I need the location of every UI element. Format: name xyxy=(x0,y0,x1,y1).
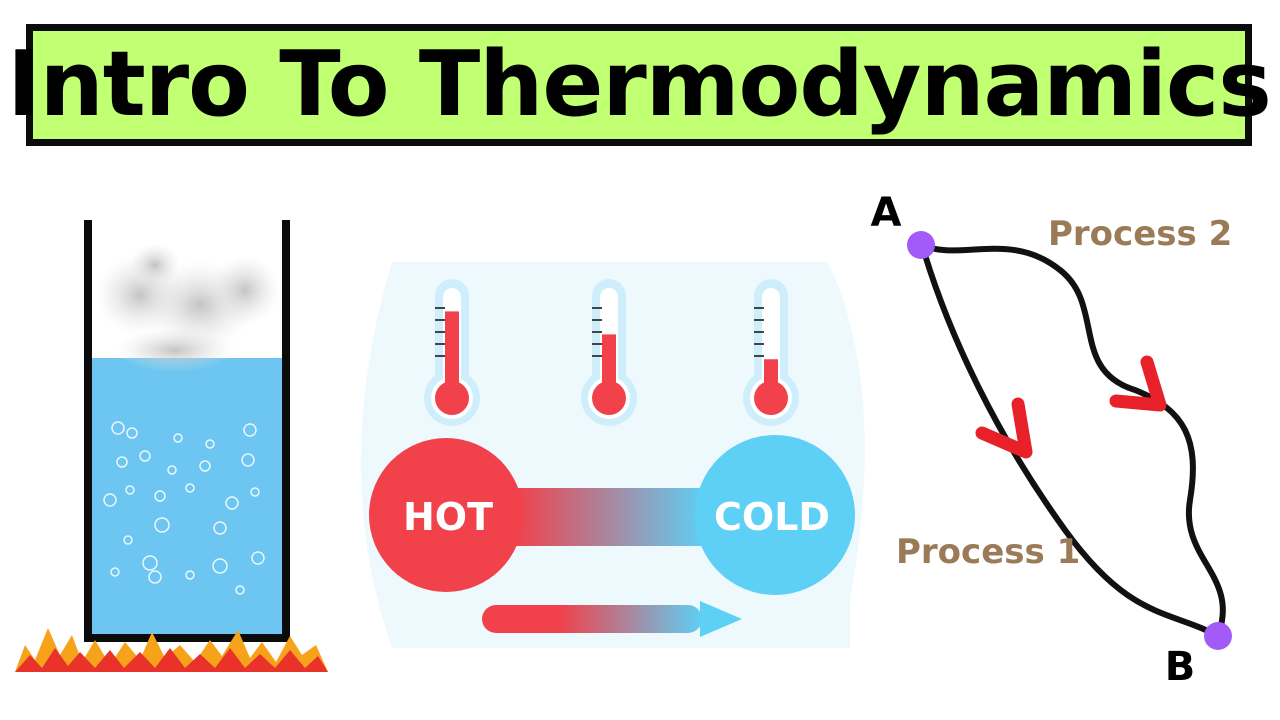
bubble xyxy=(103,493,117,507)
bubble xyxy=(241,453,255,467)
beaker-walls xyxy=(84,220,290,642)
bubble xyxy=(205,439,215,449)
cold-label: COLD xyxy=(714,495,830,539)
hot-ball xyxy=(369,438,523,592)
bubble xyxy=(123,535,133,545)
cold-ball xyxy=(695,435,855,595)
point-b-label: B xyxy=(1165,644,1196,690)
bubble xyxy=(148,570,162,584)
bubble xyxy=(199,460,211,472)
beaker-scene xyxy=(15,220,328,672)
point-a-label: A xyxy=(871,190,902,236)
bubble xyxy=(213,521,227,535)
bubble xyxy=(110,567,120,577)
bubble xyxy=(167,465,177,475)
bubble xyxy=(235,585,245,595)
connector-bar xyxy=(515,488,705,546)
title-banner: Intro To Thermodynamics xyxy=(7,24,1272,146)
bubble xyxy=(111,421,125,435)
arrow-icon xyxy=(975,397,1033,459)
bubble xyxy=(142,555,158,571)
bubble xyxy=(173,433,183,443)
medium-thermometer-icon xyxy=(581,279,637,426)
point-a-marker xyxy=(907,231,935,259)
bubble xyxy=(154,517,170,533)
bubble xyxy=(251,551,265,565)
point-b-marker xyxy=(1204,622,1232,650)
bubble xyxy=(139,450,151,462)
flame-icon xyxy=(15,628,328,672)
thermometers xyxy=(424,279,799,426)
water xyxy=(90,358,284,635)
page-title: Intro To Thermodynamics xyxy=(7,32,1272,137)
bubble xyxy=(185,483,195,493)
process-2-path xyxy=(919,242,1226,639)
bubble xyxy=(225,496,239,510)
bubble xyxy=(212,558,228,574)
bubble xyxy=(116,456,128,468)
process-diagram: A B Process 2 Process 1 xyxy=(871,190,1233,690)
bubble xyxy=(154,490,166,502)
process-2-label: Process 2 xyxy=(1048,214,1232,254)
steam xyxy=(95,243,280,372)
arrow-icon xyxy=(1109,355,1167,412)
bubble xyxy=(185,570,195,580)
hot-label: HOT xyxy=(403,495,493,539)
hot-thermometer-icon xyxy=(424,279,480,426)
heat-transfer-scene: HOT COLD xyxy=(361,262,865,648)
heat-flow-arrow-icon xyxy=(482,601,742,637)
bubble xyxy=(126,427,138,439)
bubble xyxy=(250,487,260,497)
bubble xyxy=(243,423,257,437)
bubble xyxy=(125,485,135,495)
bubbles xyxy=(103,421,265,595)
process-1-path xyxy=(919,242,1221,639)
process-1-label: Process 1 xyxy=(896,532,1080,572)
cold-thermometer-icon xyxy=(743,279,799,426)
